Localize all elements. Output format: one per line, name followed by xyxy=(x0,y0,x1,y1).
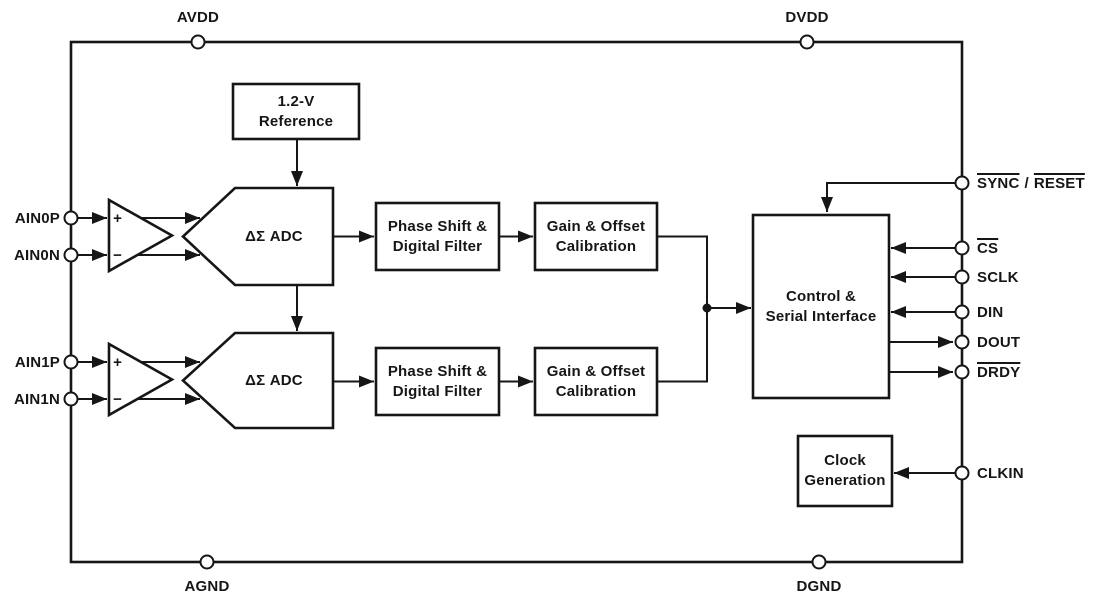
clock-line2: Generation xyxy=(804,472,886,489)
gain1-block xyxy=(533,346,659,417)
gain0-line1: Gain & Offset xyxy=(546,217,646,235)
pin-label-agnd: AGND xyxy=(184,577,230,595)
adc1-block-label: ΔΣ ADC xyxy=(245,371,303,389)
phase1-line1: Phase Shift & xyxy=(387,362,488,380)
pin-label-ain0p: AIN0P xyxy=(14,209,60,227)
reference-block-label: 1.2-V Reference xyxy=(233,84,359,139)
gain0-block-label: Gain & Offset Calibration xyxy=(535,203,657,270)
adc1-block xyxy=(181,331,335,430)
pin-label-dout: DOUT xyxy=(977,333,1021,351)
pin-label-reset: RESET xyxy=(1033,174,1085,192)
gain1-line2: Calibration xyxy=(555,382,637,400)
pin-label-cs-text: CS xyxy=(977,239,999,257)
pin-label-ain0n: AIN0N xyxy=(13,246,60,264)
terminal-clkin xyxy=(954,465,970,481)
control-block xyxy=(751,213,891,400)
wire-sync-reset xyxy=(821,182,955,212)
control-line2: Serial Interface xyxy=(765,307,877,325)
pin-terminals xyxy=(63,34,970,570)
terminal-ain0p xyxy=(63,210,79,226)
terminal-dvdd xyxy=(799,34,815,50)
adc0-block-label: ΔΣ ADC xyxy=(245,227,303,245)
pin-label-sync-reset: SYNC / RESET xyxy=(977,172,1085,194)
terminal-sclk xyxy=(954,269,970,285)
wire-gain1-to-junction xyxy=(657,308,708,383)
terminal-drdy xyxy=(954,364,970,380)
clock-block xyxy=(796,434,894,508)
clock-line1: Clock xyxy=(824,452,866,470)
function-blocks xyxy=(107,82,894,508)
chip-outline xyxy=(69,40,964,564)
junction-dot xyxy=(702,303,712,313)
terminal-din xyxy=(954,304,970,320)
gain0-line2: Calibration xyxy=(555,237,637,255)
pin-label-dgnd: DGND xyxy=(796,577,842,595)
terminal-ain1p xyxy=(63,354,79,370)
phase0-block-label: Phase Shift & Digital Filter xyxy=(376,203,499,270)
pin-label-drdy: DRDY xyxy=(977,361,1020,383)
clock-block-label: Clock Generation xyxy=(798,436,892,506)
phase1-block-label: Phase Shift & Digital Filter xyxy=(376,348,499,415)
wires xyxy=(78,139,955,479)
pin-label-clkin: CLKIN xyxy=(977,464,1024,482)
terminal-ain1n xyxy=(63,391,79,407)
gain0-block xyxy=(533,201,659,272)
terminal-cs xyxy=(954,240,970,256)
reference-line1: 1.2-V xyxy=(277,92,315,110)
amp1-triangle xyxy=(107,341,175,418)
terminal-ain0n xyxy=(63,247,79,263)
gain1-line1: Gain & Offset xyxy=(546,362,646,380)
pin-label-ain1p: AIN1P xyxy=(14,353,60,371)
amp0-triangle xyxy=(107,197,175,274)
wire-gain0-to-junction xyxy=(657,235,708,308)
terminal-dout xyxy=(954,334,970,350)
reference-line2: Reference xyxy=(258,112,334,130)
amp0-minus-sign: − xyxy=(113,246,122,264)
pin-label-ain1n: AIN1N xyxy=(13,390,60,408)
terminal-sync-reset xyxy=(954,175,970,191)
pin-label-cs: CS xyxy=(977,237,998,259)
pin-label-sync-separator: / xyxy=(1024,174,1029,192)
amp0-plus-sign: + xyxy=(113,209,122,227)
adc0-block xyxy=(181,186,335,287)
pin-label-sync: SYNC xyxy=(977,174,1020,192)
phase1-block xyxy=(374,346,501,417)
pin-label-drdy-text: DRDY xyxy=(977,363,1021,381)
pin-label-din: DIN xyxy=(977,303,1004,321)
phase0-block xyxy=(374,201,501,272)
phase0-line1: Phase Shift & xyxy=(387,217,488,235)
gain1-block-label: Gain & Offset Calibration xyxy=(535,348,657,415)
control-line1: Control & xyxy=(785,287,857,305)
reference-block xyxy=(231,82,361,141)
pin-label-dvdd: DVDD xyxy=(785,8,829,26)
pin-label-avdd: AVDD xyxy=(176,8,220,26)
control-block-label: Control & Serial Interface xyxy=(753,215,889,398)
pin-label-sclk: SCLK xyxy=(977,268,1019,286)
amp1-plus-sign: + xyxy=(113,353,122,371)
phase0-line2: Digital Filter xyxy=(392,237,483,255)
terminal-avdd xyxy=(190,34,206,50)
amp1-minus-sign: − xyxy=(113,390,122,408)
terminal-dgnd xyxy=(811,554,827,570)
terminal-agnd xyxy=(199,554,215,570)
phase1-line2: Digital Filter xyxy=(392,382,483,400)
